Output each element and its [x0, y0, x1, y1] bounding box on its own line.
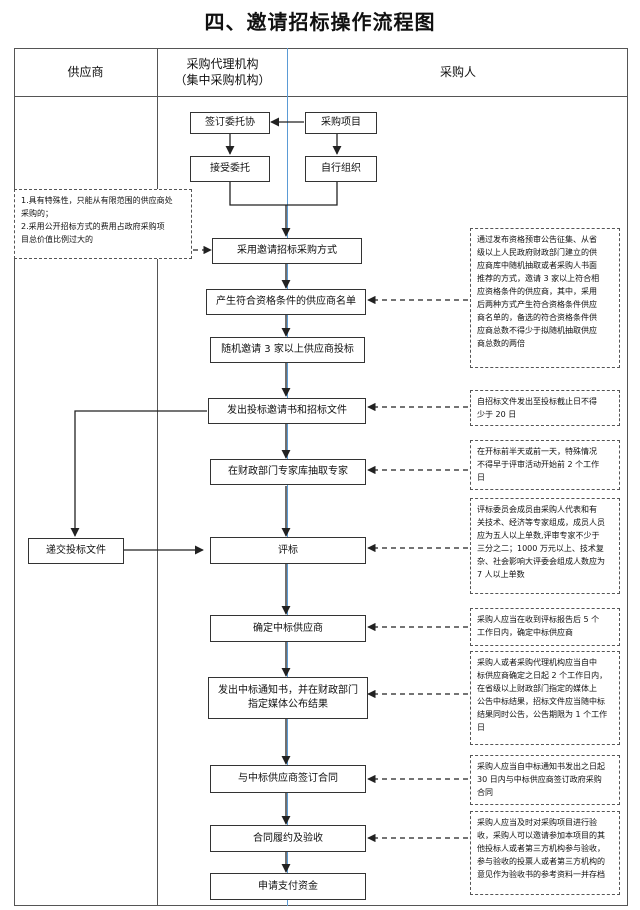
step-random-invite: 随机邀请 3 家以上供应商投标	[210, 337, 365, 363]
note-line: 采购人应当及时对采购项目进行验	[477, 818, 597, 827]
note-line: 采购人应当自中标通知书发出之日起	[477, 762, 605, 771]
lane-divider-supplier	[157, 48, 158, 906]
step-sign-contract: 与中标供应商签订合同	[210, 765, 366, 793]
step-produce-list: 产生符合资格条件的供应商名单	[206, 289, 366, 315]
step-perform-accept: 合同履约及验收	[210, 825, 366, 852]
note-line: 在开标前半天或前一天，特殊情况	[477, 447, 597, 456]
note-contract-time: 采购人应当自中标通知书发出之日起 30 日内与中标供应商签订政府采购 合同	[470, 755, 620, 805]
note-line: 评标委员会成员由采购人代表和有	[477, 505, 597, 514]
column-supplier: 供应商	[67, 65, 104, 79]
note-line: 通过发布资格预审公告征集、从省	[477, 235, 597, 244]
note-line: 日	[477, 473, 485, 482]
page-title: 四、邀请招标操作流程图	[204, 10, 436, 34]
note-line: 在省级以上财政部门指定的媒体上	[477, 684, 597, 693]
note-line: 7 人以上单数	[477, 570, 525, 579]
note-line: 公告中标结果，招标文件应当随中标	[477, 697, 605, 706]
note-special-conditions: 1.具有特殊性，只能从有限范围的供应商处 采购的； 2.采用公开招标方式的费用占…	[14, 189, 192, 259]
note-line: 自招标文件发出至投标截止日不得	[477, 397, 597, 406]
step-sign-entrust: 签订委托协	[190, 112, 270, 134]
arrow-issue-to-submit	[70, 410, 207, 537]
note-line: 1.具有特殊性，只能从有限范围的供应商处	[21, 196, 173, 205]
step-issue-invite: 发出投标邀请书和招标文件	[208, 398, 366, 424]
note-line: 级以上人民政府财政部门建立的供	[477, 248, 597, 257]
column-purchaser: 采购人	[439, 65, 476, 79]
note-line: 采购人应当在收到评标报告后 5 个	[477, 615, 600, 624]
note-line: 采购的；	[21, 209, 53, 218]
note-acceptance: 采购人应当及时对采购项目进行验 收，采购人可以邀请参加本项目的其 他投标人或者第…	[470, 811, 620, 895]
line-self-merge	[286, 181, 338, 206]
note-expert-time: 在开标前半天或前一天，特殊情况 不得早于评审活动开始前 2 个工作 日	[470, 440, 620, 490]
note-line: 结果同时公告，公告期限为 1 个工作	[477, 710, 608, 719]
note-supplier-list: 通过发布资格预审公告征集、从省 级以上人民政府财政部门建立的供 应商库中随机抽取…	[470, 228, 620, 368]
note-line: 不得早于评审活动开始前 2 个工作	[477, 460, 600, 469]
column-agency-line2: （集中采购机构）	[174, 73, 271, 87]
note-line: 30 日内与中标供应商签订政府采购	[477, 775, 602, 784]
note-line: 目总价值比例过大的	[21, 235, 93, 244]
line-accept-merge	[229, 181, 286, 206]
note-line: 意见作为验收书的参考资料一并存档	[477, 870, 605, 879]
note-line: 参与验收的投票人或者第三方机构的	[477, 857, 605, 866]
note-line: 工作日内，确定中标供应商	[477, 628, 573, 637]
step-notice-line1: 发出中标通知书，并在财政部门	[218, 685, 358, 696]
step-confirm-winner: 确定中标供应商	[210, 615, 366, 642]
note-line: 2.采用公开招标方式的费用占政府采购项	[21, 222, 165, 231]
step-accept-entrust: 接受委托	[190, 156, 270, 182]
note-line: 推荐的方式，邀请 3 家以上符合相	[477, 274, 600, 283]
note-line: 收，采购人可以邀请参加本项目的其	[477, 831, 605, 840]
step-submit-bid: 递交投标文件	[28, 538, 124, 564]
swimlane-frame	[14, 48, 628, 906]
column-agency: 采购代理机构 （集中采购机构）	[158, 56, 287, 88]
note-line: 合同	[477, 788, 493, 797]
note-line: 应商库中随机抽取或者采购人书面	[477, 261, 597, 270]
column-agency-line1: 采购代理机构	[186, 57, 259, 71]
note-announce: 采购人或者采购代理机构应当自中 标供应商确定之日起 2 个工作日内， 在省级以上…	[470, 651, 620, 745]
note-line: 应为五人以上单数,评审专家不少于	[477, 531, 600, 540]
note-line: 杂、社会影响大评委会组成人数应为	[477, 557, 605, 566]
step-purchase-project: 采购项目	[305, 112, 377, 134]
note-line: 商名单的，备选的符合资格条件供	[477, 313, 597, 322]
header-divider	[14, 96, 628, 97]
step-adopt-invite: 采用邀请招标采购方式	[212, 238, 362, 264]
note-line: 少于 20 日	[477, 410, 517, 419]
note-line: 标供应商确定之日起 2 个工作日内，	[477, 671, 608, 680]
note-line: 他投标人或者第三方机构参与验收，	[477, 844, 605, 853]
note-line: 商总数的两倍	[477, 339, 525, 348]
step-evaluate: 评标	[210, 537, 366, 564]
note-line: 采购人或者采购代理机构应当自中	[477, 658, 597, 667]
note-invite-time: 自招标文件发出至投标截止日不得 少于 20 日	[470, 390, 620, 426]
step-apply-payment: 申请支付资金	[210, 873, 366, 900]
step-notice: 发出中标通知书，并在财政部门 指定媒体公布结果	[208, 677, 368, 719]
note-committee: 评标委员会成员由采购人代表和有 关技术、经济等专家组成，成员人员 应为五人以上单…	[470, 498, 620, 594]
step-extract-experts: 在财政部门专家库抽取专家	[210, 459, 366, 485]
step-self-organize: 自行组织	[305, 156, 377, 182]
note-line: 应商总数不得少于拟随机抽取供应	[477, 326, 597, 335]
note-line: 后两种方式产生符合资格条件供应	[477, 300, 597, 309]
note-line: 应资格条件的供应商，其中，采用	[477, 287, 597, 296]
note-confirm-time: 采购人应当在收到评标报告后 5 个 工作日内，确定中标供应商	[470, 608, 620, 646]
note-line: 日	[477, 723, 485, 732]
note-line: 关技术、经济等专家组成，成员人员	[477, 518, 605, 527]
step-notice-line2: 指定媒体公布结果	[248, 699, 328, 710]
note-line: 三分之二；1000 万元以上、技术复	[477, 544, 604, 553]
